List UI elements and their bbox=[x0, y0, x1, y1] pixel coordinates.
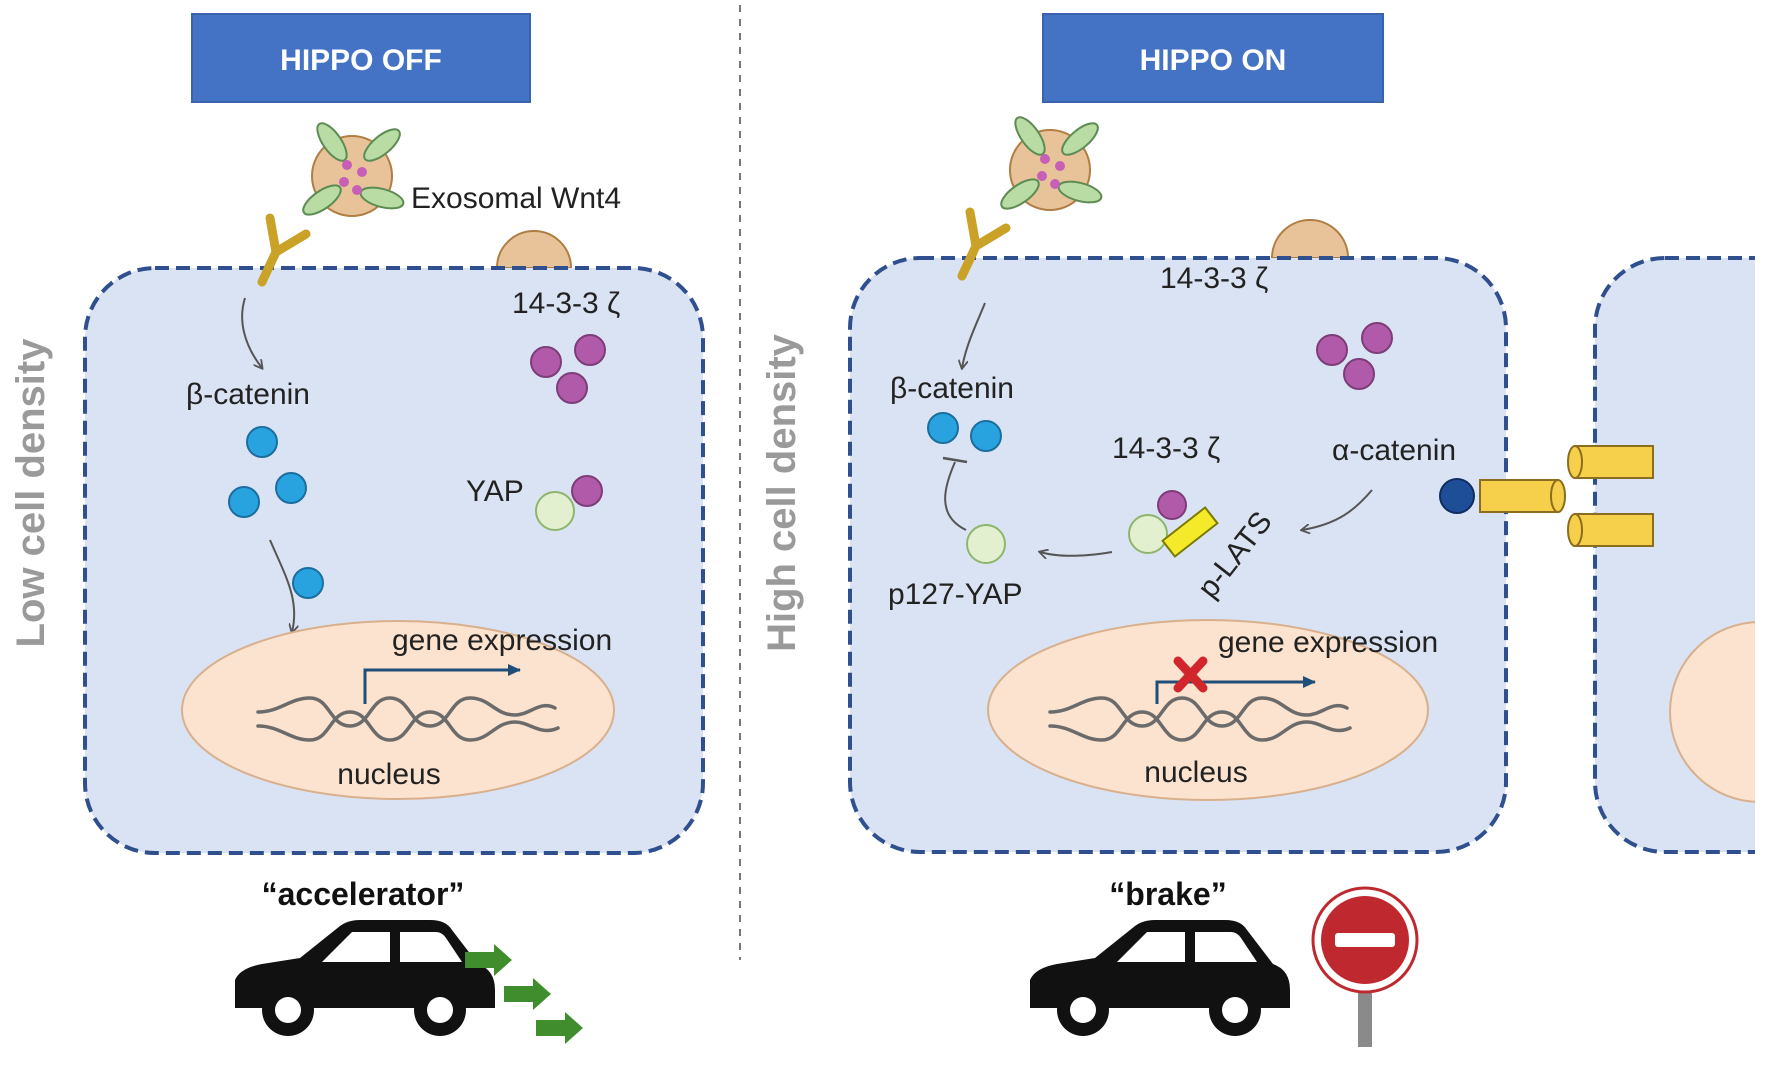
hippo-off-title: HIPPO OFF bbox=[280, 44, 442, 77]
14-3-3-zeta-label-left: 14-3-3 ζ bbox=[512, 287, 620, 320]
14-3-3-zeta-molecules-left bbox=[530, 334, 606, 404]
membrane-vesicle-right bbox=[1270, 219, 1350, 259]
green-arrows-icon bbox=[465, 944, 583, 1044]
yap-complex-left bbox=[535, 475, 603, 531]
gene-expression-label-right: gene expression bbox=[1218, 626, 1438, 659]
14-3-3-zeta-molecules-right bbox=[1316, 322, 1393, 390]
blocked-x-icon bbox=[1173, 656, 1208, 693]
dna-right bbox=[1048, 696, 1352, 742]
14-3-3-zeta-label-right-top: 14-3-3 ζ bbox=[1160, 262, 1268, 295]
p127-yap-label: p127-YAP bbox=[888, 578, 1023, 611]
arrow-receptor-to-beta-catenin-right bbox=[962, 302, 986, 368]
car-icon-right bbox=[1030, 920, 1290, 1036]
arrow-receptor-to-beta-catenin-left bbox=[241, 297, 262, 368]
dna-left bbox=[256, 696, 560, 742]
beta-catenin-molecules-right bbox=[927, 412, 1002, 452]
arrow-alpha-catenin-to-lats bbox=[1302, 489, 1373, 530]
nucleus-right bbox=[987, 619, 1429, 801]
exosomal-wnt4-label: Exosomal Wnt4 bbox=[411, 182, 621, 215]
beta-catenin-label-right: β-catenin bbox=[890, 372, 1014, 405]
hippo-on-title: HIPPO ON bbox=[1140, 44, 1287, 77]
p127-yap-molecule bbox=[966, 524, 1006, 564]
membrane-vesicle-left bbox=[495, 230, 573, 269]
yap-lats-complex bbox=[1128, 490, 1219, 558]
car-icon-left bbox=[235, 920, 495, 1036]
14-3-3-zeta-label-complex: 14-3-3 ζ bbox=[1112, 432, 1220, 465]
alpha-catenin-label: α-catenin bbox=[1332, 434, 1456, 467]
adherens-junction bbox=[1479, 445, 1654, 547]
nucleus-left bbox=[181, 620, 615, 800]
gene-expression-arrow-left bbox=[363, 664, 521, 704]
alpha-catenin-molecule bbox=[1439, 478, 1475, 514]
arrow-complex-to-p127-yap bbox=[1040, 552, 1113, 556]
brake-caption: “brake” bbox=[1109, 876, 1226, 912]
exosome-wnt4-right bbox=[1000, 116, 1103, 211]
gene-expression-arrow-right bbox=[1155, 676, 1316, 704]
arrow-beta-catenin-to-nucleus-left bbox=[269, 539, 294, 632]
nucleus-label-right: nucleus bbox=[1144, 756, 1247, 789]
high-cell-density-label: High cell density bbox=[760, 333, 804, 652]
wnt-receptor-left bbox=[257, 213, 311, 287]
nucleus-label-left: nucleus bbox=[337, 758, 440, 791]
yap-label-left: YAP bbox=[466, 475, 524, 508]
exosome-wnt4-left bbox=[302, 122, 405, 217]
stop-sign-icon bbox=[1311, 886, 1419, 1047]
gene-expression-label-left: gene expression bbox=[392, 624, 612, 657]
low-cell-density-label: Low cell density bbox=[9, 338, 53, 648]
wnt-receptor-right bbox=[957, 207, 1011, 281]
inhibition-yap-to-beta-catenin bbox=[944, 461, 967, 531]
accelerator-caption: “accelerator” bbox=[262, 876, 465, 912]
hippo-on-header: HIPPO ON bbox=[1042, 13, 1384, 103]
hippo-off-header: HIPPO OFF bbox=[191, 13, 531, 103]
beta-catenin-label-left: β-catenin bbox=[186, 378, 310, 411]
